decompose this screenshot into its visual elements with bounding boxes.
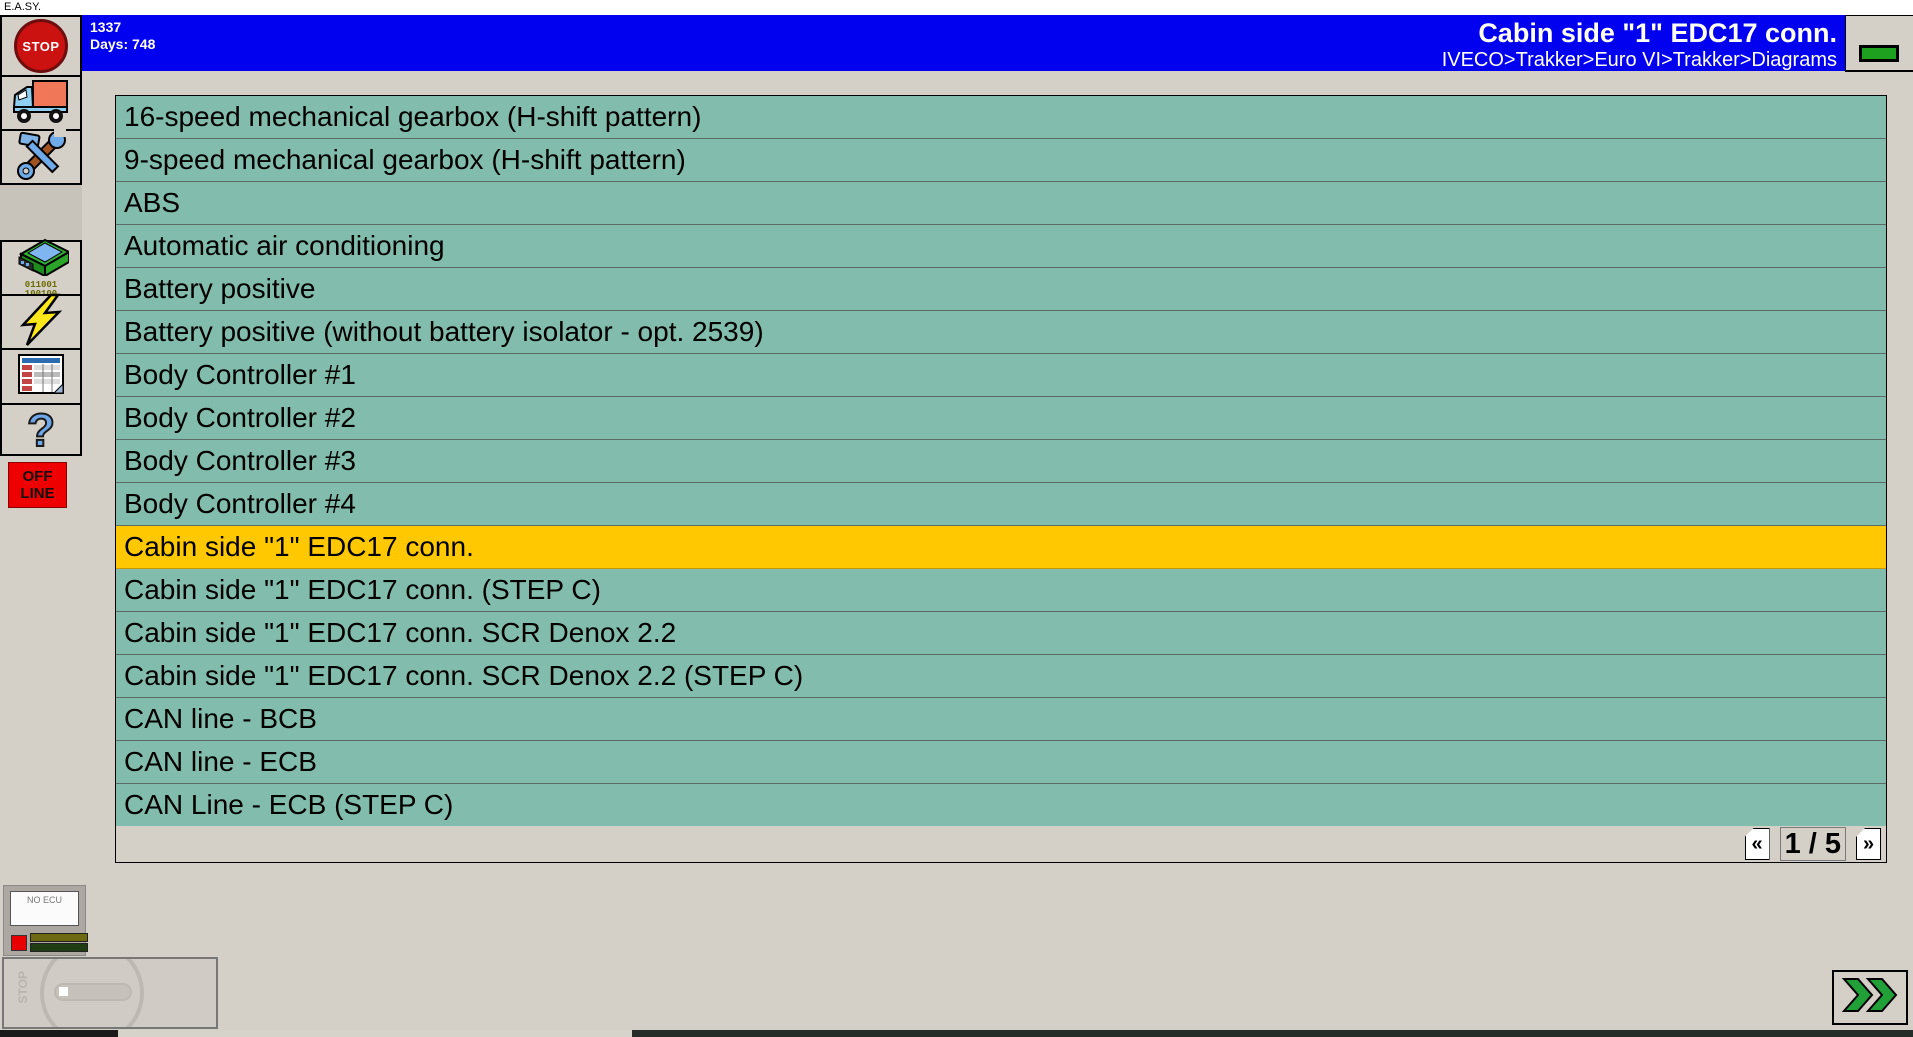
sidebar-item-ecu[interactable]: 011001 100100 — [0, 238, 82, 298]
battery-level-icon — [1859, 45, 1899, 62]
offline-line2: LINE — [20, 485, 55, 502]
ecu-red-indicator — [11, 935, 27, 951]
taskbar-strip — [0, 1030, 1913, 1037]
stop-icon: STOP — [14, 19, 68, 73]
list-item[interactable]: Body Controller #1 — [116, 354, 1886, 397]
tools-icon — [13, 127, 69, 188]
ignition-switch-indicator: STOP — [2, 957, 218, 1029]
list-item[interactable]: CAN line - ECB — [116, 741, 1886, 784]
header-context: Cabin side "1" EDC17 conn. IVECO>Trakker… — [1442, 15, 1845, 71]
list-footer: « 1 / 5 » — [115, 826, 1887, 863]
ecu-icon — [13, 238, 72, 281]
list-item[interactable]: Cabin side "1" EDC17 conn. (STEP C) — [116, 569, 1886, 612]
diagram-list: 16-speed mechanical gearbox (H-shift pat… — [115, 95, 1887, 827]
list-item[interactable]: Body Controller #4 — [116, 483, 1886, 526]
help-icon: ? — [26, 403, 56, 456]
offline-status-badge: OFF LINE — [8, 462, 67, 508]
prev-page-button[interactable]: « — [1744, 828, 1770, 860]
battery-status — [1845, 15, 1913, 72]
continue-button[interactable] — [1832, 970, 1908, 1025]
list-item[interactable]: ABS — [116, 182, 1886, 225]
sidebar-item-diagnostics[interactable] — [0, 293, 82, 352]
ecu-level-bars — [30, 933, 88, 952]
list-item[interactable]: CAN Line - ECB (STEP C) — [116, 784, 1886, 827]
list-item[interactable]: 16-speed mechanical gearbox (H-shift pat… — [116, 96, 1886, 139]
ecu-binary-label: 011001 100100 — [24, 279, 58, 298]
list-item[interactable]: 9-speed mechanical gearbox (H-shift patt… — [116, 139, 1886, 182]
report-icon — [15, 351, 67, 402]
ecu-status-label: NO ECU — [10, 891, 79, 926]
list-item[interactable]: CAN line - BCB — [116, 698, 1886, 741]
list-item[interactable]: Body Controller #2 — [116, 397, 1886, 440]
session-id: 1337 — [90, 19, 122, 35]
breadcrumb: IVECO>Trakker>Euro VI>Trakker>Diagrams — [1441, 49, 1837, 71]
truck-icon — [11, 77, 71, 130]
lightning-icon — [13, 293, 69, 352]
window-title: E.A.SY. — [0, 0, 1913, 15]
ecu-status-panel: NO ECU — [3, 885, 88, 956]
page-indicator: 1 / 5 — [1779, 827, 1846, 861]
list-item[interactable]: Body Controller #3 — [116, 440, 1886, 483]
list-item[interactable]: Battery positive (without battery isolat… — [116, 311, 1886, 354]
sidebar-item-report[interactable] — [0, 348, 82, 405]
offline-line1: OFF — [22, 468, 53, 485]
next-page-button[interactable]: » — [1856, 828, 1881, 860]
sidebar-item-vehicle[interactable] — [0, 75, 82, 131]
list-item[interactable]: Automatic air conditioning — [116, 225, 1886, 268]
session-info: 1337 Days: 748 — [82, 15, 155, 71]
sidebar-item-tools[interactable] — [0, 127, 82, 188]
ignition-key-slot — [54, 983, 132, 1001]
sidebar-spacer — [0, 185, 82, 240]
session-days: Days: 748 — [90, 36, 156, 52]
ignition-dial-icon — [40, 959, 144, 1027]
list-item[interactable]: Cabin side "1" EDC17 conn. — [116, 526, 1886, 569]
ignition-key-icon — [59, 987, 68, 996]
double-chevron-icon — [1841, 974, 1899, 1021]
list-item[interactable]: Cabin side "1" EDC17 conn. SCR Denox 2.2… — [116, 655, 1886, 698]
list-item[interactable]: Battery positive — [116, 268, 1886, 311]
sidebar-item-help[interactable]: ? — [0, 403, 82, 456]
header-bar: 1337 Days: 748 Cabin side "1" EDC17 conn… — [82, 15, 1845, 71]
stop-button[interactable]: STOP — [0, 15, 82, 77]
list-item[interactable]: Cabin side "1" EDC17 conn. SCR Denox 2.2 — [116, 612, 1886, 655]
page-title: Cabin side "1" EDC17 conn. — [1478, 18, 1837, 48]
ignition-stop-label: STOP — [16, 971, 30, 1004]
stop-icon-label: STOP — [22, 38, 60, 54]
